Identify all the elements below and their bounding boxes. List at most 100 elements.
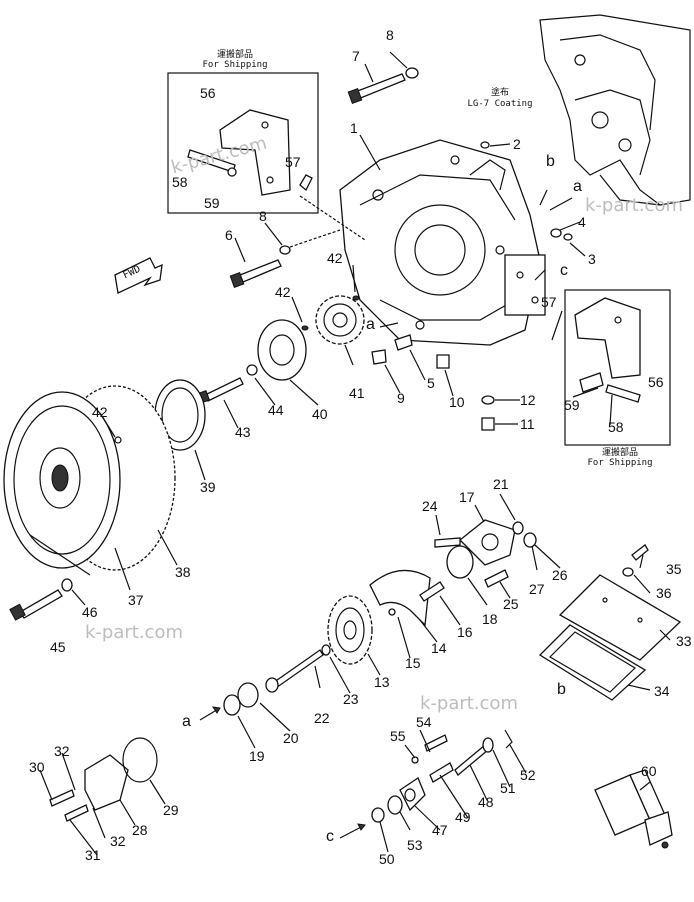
label-24: 24 xyxy=(422,498,438,514)
label-2: 2 xyxy=(513,136,521,152)
bearing-19 xyxy=(223,694,241,716)
shipping-note-jp-1: 運搬部品 xyxy=(216,50,253,60)
ref-c-1: c xyxy=(560,262,568,279)
label-38: 38 xyxy=(175,564,191,580)
label-60: 60 xyxy=(641,763,657,779)
shipping-bracket-56-left xyxy=(187,109,291,196)
label-15: 15 xyxy=(405,655,421,671)
bolt-6 xyxy=(229,245,291,288)
bolt-16 xyxy=(419,581,445,602)
label-7: 7 xyxy=(352,48,360,64)
label-42-b: 42 xyxy=(275,284,291,300)
label-31: 31 xyxy=(85,847,101,863)
coating-note-en: LG-7 Coating xyxy=(467,99,533,109)
shipping-box-2 xyxy=(564,289,671,446)
watermark-2: k-part.com xyxy=(585,195,683,216)
label-50: 50 xyxy=(379,851,395,867)
label-44: 44 xyxy=(268,402,284,418)
label-11: 11 xyxy=(520,416,535,432)
watermark-3: k-part.com xyxy=(85,622,183,643)
label-59-b: 59 xyxy=(564,397,580,413)
bolt-31 xyxy=(64,804,89,822)
label-16: 16 xyxy=(457,624,473,640)
label-26: 26 xyxy=(552,567,568,583)
plug-4 xyxy=(550,228,562,238)
cover-33 xyxy=(558,574,682,661)
arrow-a-head xyxy=(211,706,221,714)
shipping-note-en-2: For Shipping xyxy=(587,458,653,468)
label-56-a: 56 xyxy=(200,85,216,101)
label-53: 53 xyxy=(407,837,423,853)
label-28: 28 xyxy=(132,822,148,838)
gear-13 xyxy=(327,595,373,665)
washer-36 xyxy=(622,567,634,577)
label-32-b: 32 xyxy=(110,833,126,849)
label-37: 37 xyxy=(128,592,144,608)
label-39: 39 xyxy=(200,479,216,495)
label-22: 22 xyxy=(314,710,330,726)
label-1: 1 xyxy=(350,120,358,136)
label-8-top: 8 xyxy=(386,27,394,43)
ref-a-2: a xyxy=(366,316,375,333)
shaft-22 xyxy=(265,644,331,693)
bolt-7 xyxy=(347,73,406,104)
ring-20 xyxy=(237,682,259,708)
bolt-45 xyxy=(9,578,73,621)
pin-42-a xyxy=(301,325,309,331)
label-51: 51 xyxy=(500,780,516,796)
label-56-b: 56 xyxy=(648,374,664,390)
label-58-b: 58 xyxy=(608,419,624,435)
flywheel-37 xyxy=(3,385,176,571)
coating-note-jp: 塗布 xyxy=(490,88,509,98)
ref-a-1: a xyxy=(573,178,582,195)
label-59-a: 59 xyxy=(204,195,220,211)
small-parts-housing xyxy=(371,334,495,431)
hub-40 xyxy=(246,319,307,381)
label-27: 27 xyxy=(529,581,545,597)
label-52: 52 xyxy=(520,767,536,783)
label-34: 34 xyxy=(654,683,670,699)
ring-3 xyxy=(563,233,573,241)
bolt-25 xyxy=(484,569,509,588)
nut-26 xyxy=(523,532,537,548)
label-6: 6 xyxy=(225,227,233,243)
label-19: 19 xyxy=(249,748,265,764)
label-29: 29 xyxy=(163,802,179,818)
label-36: 36 xyxy=(656,585,672,601)
label-33: 33 xyxy=(676,633,692,649)
label-9: 9 xyxy=(397,390,405,406)
tool-60 xyxy=(594,769,673,849)
label-30: 30 xyxy=(29,759,45,775)
label-20: 20 xyxy=(283,730,299,746)
label-18: 18 xyxy=(482,611,498,627)
assembly-line-1 xyxy=(299,195,366,241)
label-5: 5 xyxy=(427,375,435,391)
shipping-box-1 xyxy=(167,72,319,214)
label-49: 49 xyxy=(455,809,471,825)
label-57-a: 57 xyxy=(285,154,301,170)
label-42-c: 42 xyxy=(92,404,108,420)
ref-a-3: a xyxy=(182,713,191,730)
flywheel-housing xyxy=(339,139,546,346)
bolt-24 xyxy=(434,537,461,548)
cover-14 xyxy=(369,569,431,627)
label-8-mid: 8 xyxy=(259,208,267,224)
ref-c-2: c xyxy=(326,828,334,845)
bolt-30 xyxy=(49,789,75,807)
label-32-a: 32 xyxy=(54,743,70,759)
washer-21 xyxy=(512,521,524,535)
bolt-35 xyxy=(631,544,649,561)
watermark-4: k-part.com xyxy=(420,693,518,714)
oring-29 xyxy=(122,737,158,783)
pin-15 xyxy=(388,608,396,616)
label-13: 13 xyxy=(374,674,390,690)
label-41: 41 xyxy=(349,385,365,401)
label-17: 17 xyxy=(459,489,475,505)
label-48: 48 xyxy=(478,794,494,810)
cover-17 xyxy=(459,519,516,566)
label-40: 40 xyxy=(312,406,328,422)
engine-block-outline xyxy=(539,14,691,206)
label-57-b: 57 xyxy=(541,294,557,310)
